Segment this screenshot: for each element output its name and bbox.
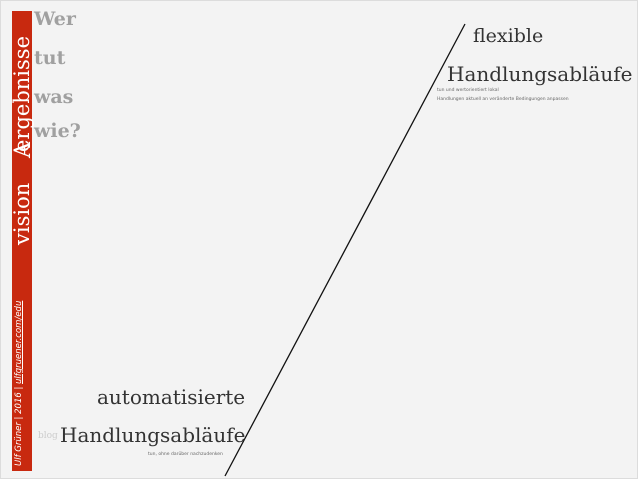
question-what: was bbox=[34, 86, 74, 108]
bottom-heading-automatisierte: automatisierte bbox=[97, 385, 246, 409]
bottom-note: tun, ohne darüber nachzudenken bbox=[148, 452, 223, 457]
question-how: wie? bbox=[34, 120, 81, 142]
top-heading-flexible: flexible bbox=[473, 25, 544, 47]
bottom-prefix-blog: blog bbox=[38, 431, 58, 441]
bottom-heading-handlungsablaeufe: Handlungsabläufe bbox=[60, 423, 246, 447]
top-note-2: Handlungen aktuell an veränderte Bedingu… bbox=[437, 97, 569, 102]
sidebar-bar bbox=[12, 11, 32, 471]
question-who: Wer bbox=[34, 8, 76, 30]
top-heading-handlungsablaeufe: Handlungsabläufe bbox=[447, 62, 633, 86]
question-does: tut bbox=[34, 47, 66, 69]
top-note-1: tun und wertorientiert lokal bbox=[437, 88, 499, 93]
